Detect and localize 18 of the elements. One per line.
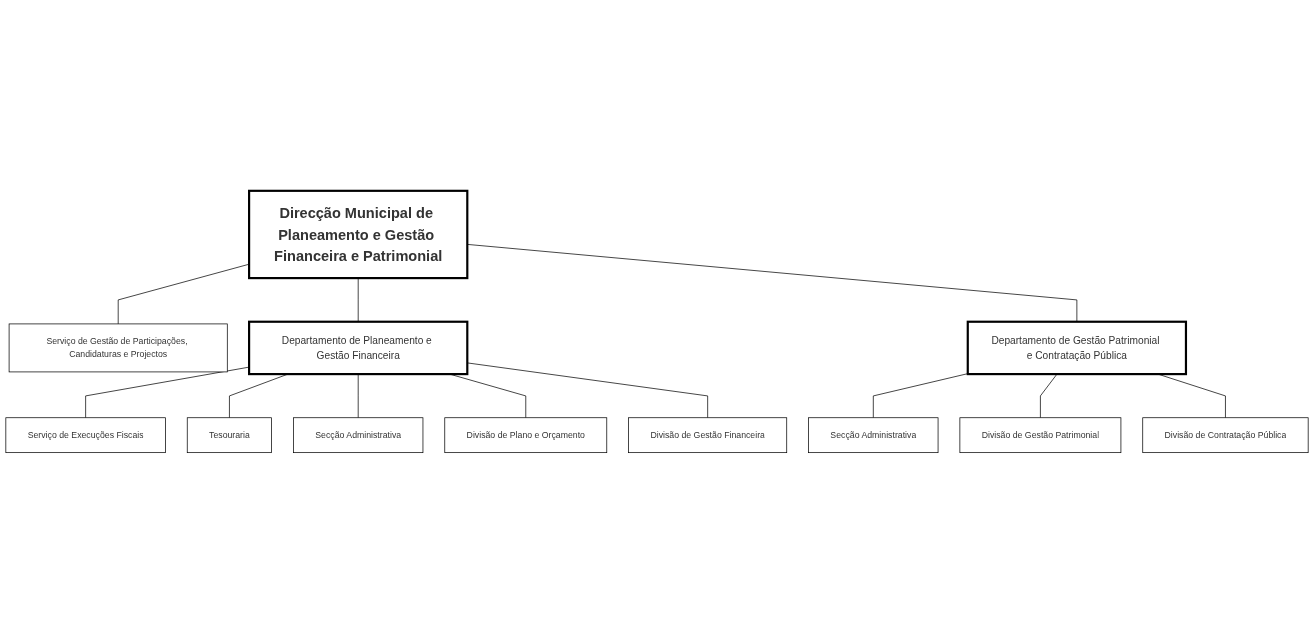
node-box: Divisão de Gestão Patrimonial [959, 417, 1122, 453]
connector [1040, 373, 1058, 418]
connector [85, 366, 250, 418]
node-box: Departamento de Gestão Patrimonial e Contratação Pública [966, 320, 1188, 375]
connector [357, 373, 359, 418]
node-box: Divisão de Gestão Financeira [628, 417, 788, 453]
node-box: Tesouraria [186, 417, 272, 453]
node-box: Divisão de Plano e Orçamento [444, 417, 608, 453]
connector [117, 263, 250, 325]
node-box: Secção Administrativa [808, 417, 939, 453]
node-box: Serviço de Execuções Fiscais [5, 417, 166, 453]
node-box: Departamento de Planeamento e Gestão Financeira [248, 320, 469, 375]
node-box: Divisão de Contratação Pública [1142, 417, 1309, 453]
connector [357, 277, 359, 322]
node-box: Secção Administrativa [293, 417, 424, 453]
connector [872, 373, 969, 418]
node-box: Serviço de Gestão de Participações, Candidaturas e Projectos [8, 323, 228, 373]
node-box: Direcção Municipal de Planeamento e Gestão Financeira e Patrimonial [248, 189, 469, 279]
